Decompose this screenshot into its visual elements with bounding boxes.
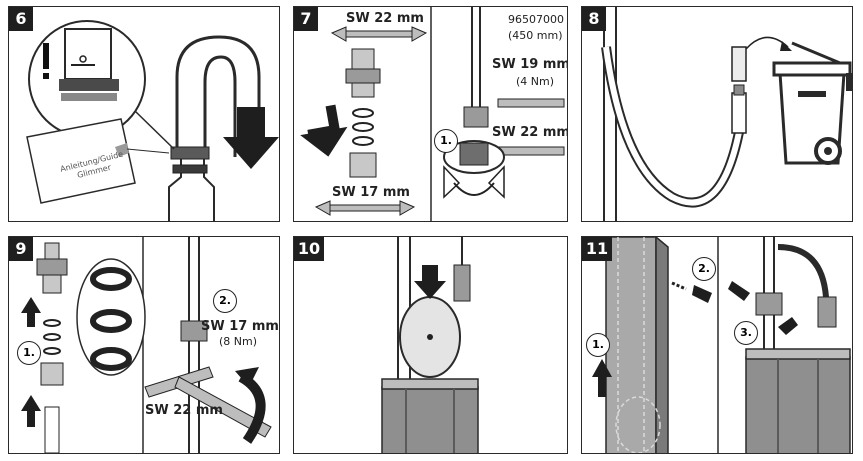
panel-11: 1. 2. 3. 11 — [581, 236, 853, 454]
panel-6-illustration — [26, 20, 279, 221]
wrench-size-right-2: SW 22 mm — [492, 125, 568, 140]
part-length: (450 mm) — [508, 29, 563, 42]
panel-8: 8 — [581, 6, 853, 222]
panel-9: 1. 2. SW 17 mm (8 Nm) SW 22 mm 9 — [8, 236, 280, 454]
panel-11-illustration — [592, 237, 851, 453]
step-1-badge: 1. — [434, 129, 458, 153]
panel-number: 10 — [294, 237, 324, 261]
torque-right-1: (4 Nm) — [516, 75, 555, 88]
panel-9-illustration — [21, 237, 272, 453]
panel-10: 10 — [293, 236, 568, 454]
part-number: 96507000 — [508, 13, 564, 26]
step-1-badge: 1. — [586, 333, 610, 357]
panel-number: 7 — [294, 7, 318, 31]
panel-7: SW 22 mm SW 17 mm 96507000 (450 mm) SW 1… — [293, 6, 568, 222]
panel-number: 8 — [582, 7, 606, 31]
step-2-badge: 2. — [692, 257, 716, 281]
step-3-badge: 3. — [734, 321, 758, 345]
wrench-size-bottom: SW 17 mm — [332, 185, 410, 200]
panel-10-illustration — [381, 237, 479, 453]
wrench-size-1: SW 17 mm — [201, 319, 279, 334]
wrench-size-right-1: SW 19 mm — [492, 57, 568, 72]
panel-6: Anleitung/Guide Glimmer 6 — [8, 6, 280, 222]
panel-8-illustration — [601, 7, 852, 221]
step-2-badge: 2. — [213, 289, 237, 313]
panel-number: 11 — [582, 237, 612, 261]
torque-1: (8 Nm) — [219, 335, 258, 348]
panel-number: 9 — [9, 237, 33, 261]
wrench-size-2: SW 22 mm — [145, 403, 223, 418]
step-1-badge: 1. — [17, 341, 41, 365]
panel-number: 6 — [9, 7, 33, 31]
panel-7-illustration — [300, 7, 565, 221]
wrench-size-top: SW 22 mm — [346, 11, 424, 26]
